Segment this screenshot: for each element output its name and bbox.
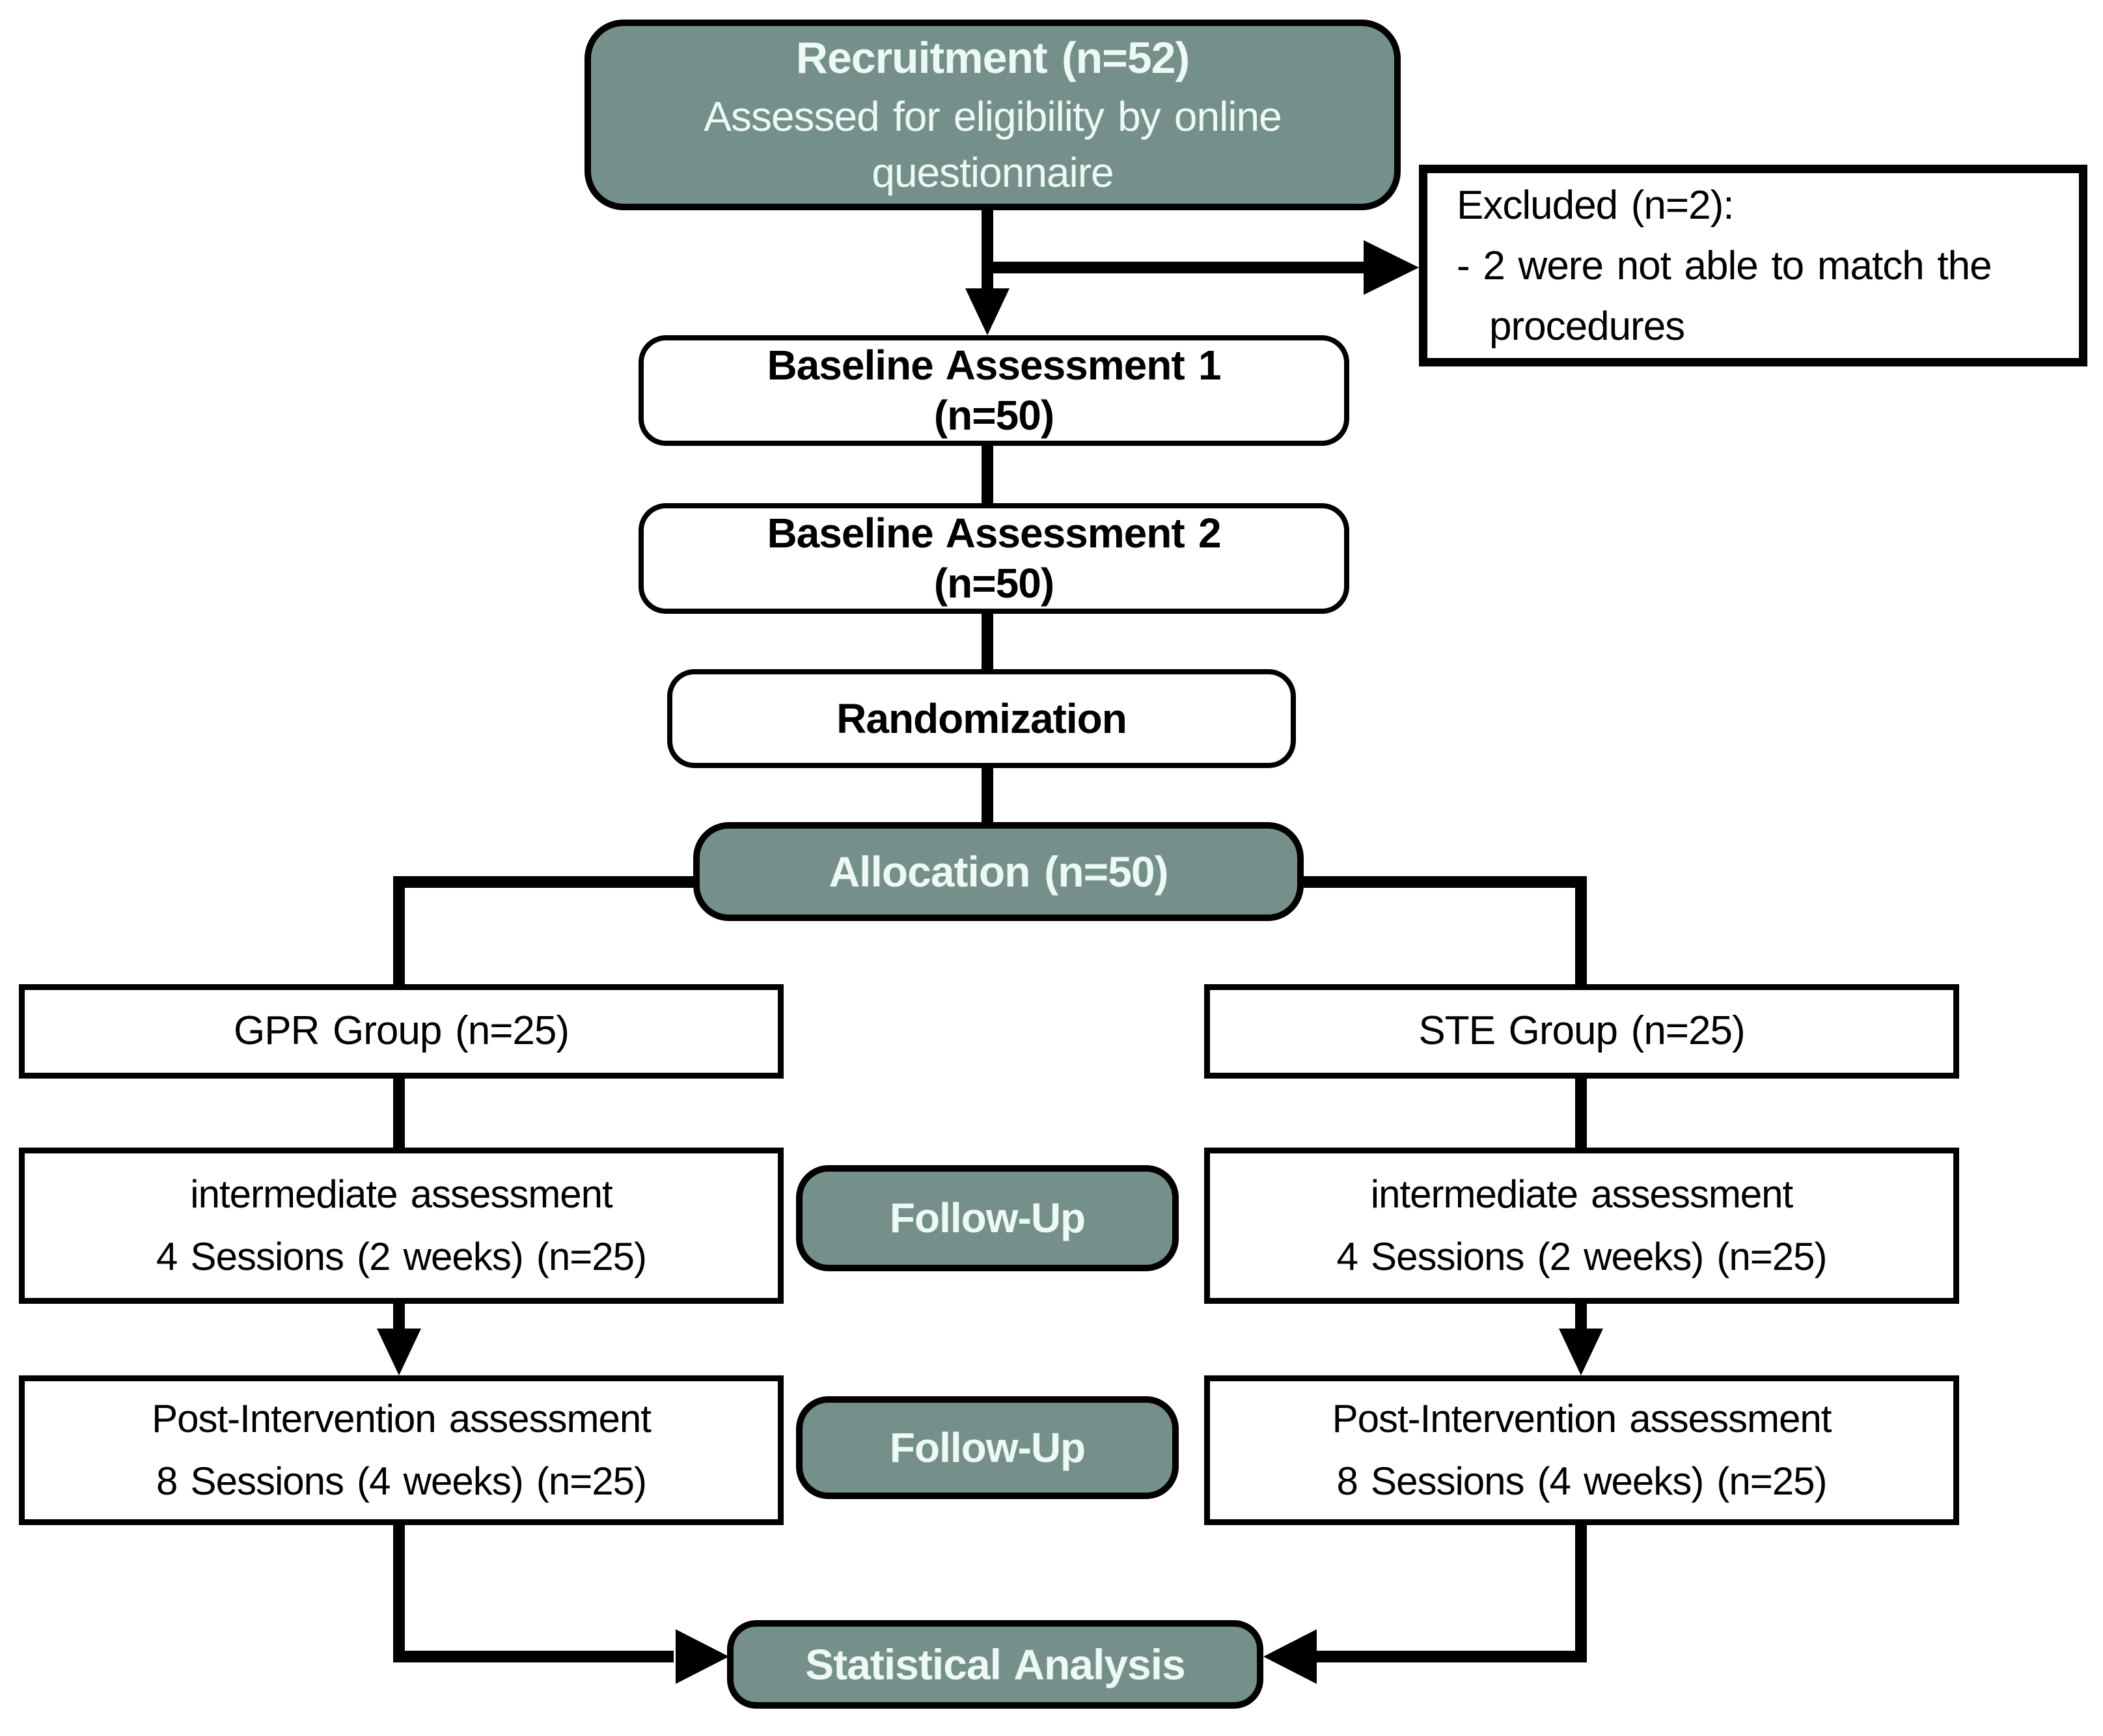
post-ste-detail: 8 Sessions (4 weeks) (n=25) [1336,1459,1828,1503]
followup-1-title: Follow-Up [889,1194,1086,1242]
recruitment-subtitle: Assessed for eligibility by online quest… [704,93,1282,197]
connector-baseline1-baseline2 [982,446,993,503]
node-allocation: Allocation (n=50) [693,822,1304,921]
statistical-analysis-title: Statistical Analysis [805,1640,1186,1688]
connector-bottom-left [399,1651,674,1662]
baseline1-count: (n=50) [933,392,1054,439]
connector-right-branch-ste [1575,876,1587,984]
arrow-right-icon [676,1629,729,1684]
excluded-title: Excluded (n=2): [1457,182,1734,228]
arrow-left-icon [1263,1629,1317,1684]
baseline2-count: (n=50) [933,560,1054,607]
allocation-title: Allocation (n=50) [829,847,1168,896]
node-followup-1: Follow-Up [796,1165,1179,1271]
connector-gpr-intermediate [393,1079,405,1148]
connector-post-right-down [1575,1525,1587,1662]
intermediate-ste-title: intermediate assessment [1370,1172,1793,1216]
connector-recruitment-excluded [987,262,1364,273]
node-statistical-analysis: Statistical Analysis [727,1620,1263,1709]
followup-2-title: Follow-Up [889,1424,1086,1471]
intermediate-gpr-title: intermediate assessment [190,1172,612,1216]
randomization-title: Randomization [836,695,1127,742]
intermediate-ste-detail: 4 Sessions (2 weeks) (n=25) [1336,1235,1828,1278]
recruitment-title: Recruitment (n=52) [795,33,1190,83]
node-randomization: Randomization [667,669,1296,768]
connector-left-branch-gpr [393,876,405,984]
node-gpr-group: GPR Group (n=25) [19,984,784,1079]
connector-ste-intermediate [1575,1079,1587,1148]
arrow-down-icon [965,288,1010,335]
arrow-right-icon [1364,240,1419,295]
node-ste-group: STE Group (n=25) [1204,984,1959,1079]
node-post-intervention-ste: Post-Intervention assessment 8 Sessions … [1204,1375,1959,1525]
intermediate-gpr-detail: 4 Sessions (2 weeks) (n=25) [156,1235,647,1278]
post-gpr-title: Post-Intervention assessment [152,1397,652,1440]
node-baseline-assessment-2: Baseline Assessment 2 (n=50) [639,503,1349,614]
connector-allocation-left-branch [393,876,693,888]
post-gpr-detail: 8 Sessions (4 weeks) (n=25) [156,1459,647,1503]
baseline1-title: Baseline Assessment 1 [767,342,1221,389]
connector-allocation-right-branch [1304,876,1587,888]
node-followup-2: Follow-Up [796,1396,1179,1499]
connector-post-left-down [393,1525,405,1662]
excluded-reason: - 2 were not able to match the procedure… [1457,243,1992,349]
connector-bottom-right [1317,1651,1581,1662]
arrow-down-icon [1559,1329,1603,1375]
node-intermediate-assessment-gpr: intermediate assessment 4 Sessions (2 we… [19,1148,784,1304]
connector-recruitment-baseline1 [982,210,993,296]
node-excluded: Excluded (n=2): - 2 were not able to mat… [1419,165,2087,366]
node-baseline-assessment-1: Baseline Assessment 1 (n=50) [639,335,1349,446]
gpr-group-title: GPR Group (n=25) [233,1008,570,1054]
connector-randomization-allocation [982,768,993,822]
node-intermediate-assessment-ste: intermediate assessment 4 Sessions (2 we… [1204,1148,1959,1304]
arrow-down-icon [377,1329,421,1375]
connector-intermediate-post-right [1575,1304,1587,1334]
post-ste-title: Post-Intervention assessment [1332,1397,1832,1440]
baseline2-title: Baseline Assessment 2 [767,510,1221,557]
connector-intermediate-post-left [393,1304,405,1334]
node-recruitment: Recruitment (n=52) Assessed for eligibil… [584,20,1401,210]
ste-group-title: STE Group (n=25) [1418,1008,1745,1054]
node-post-intervention-gpr: Post-Intervention assessment 8 Sessions … [19,1375,784,1525]
connector-baseline2-randomization [982,614,993,669]
